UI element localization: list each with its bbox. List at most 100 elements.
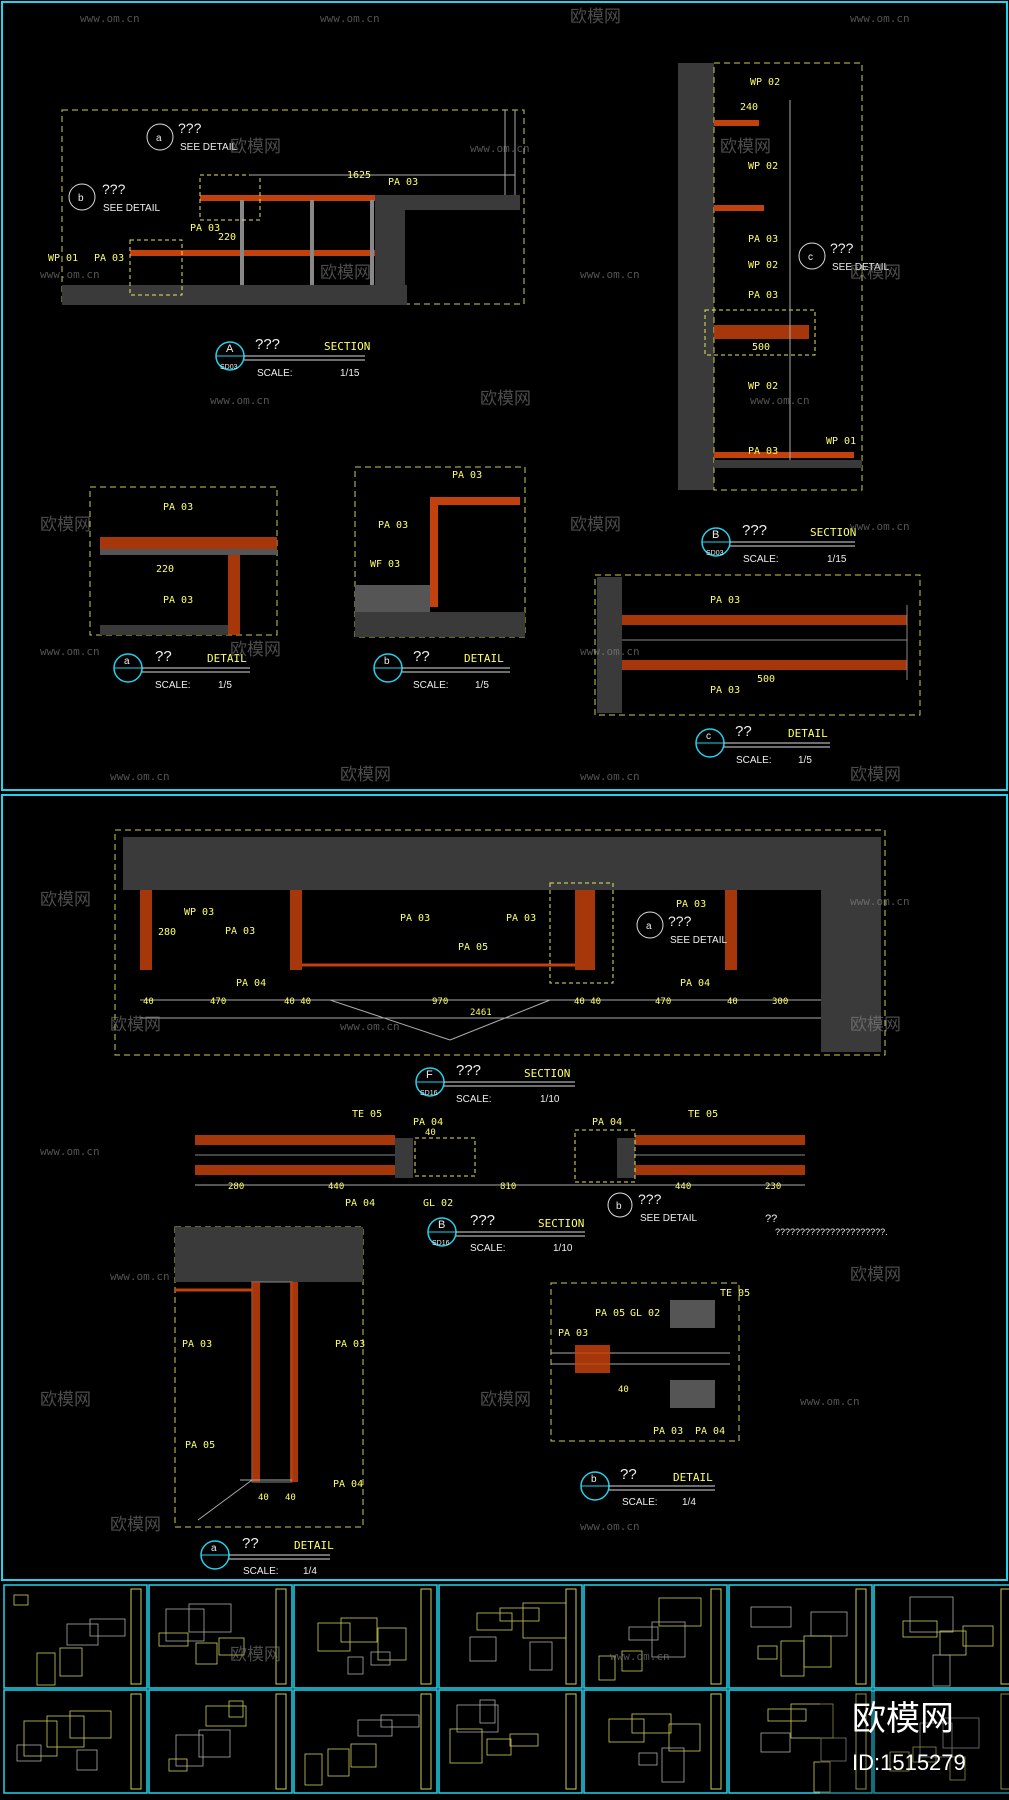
thumbnail-figure: [522, 1602, 567, 1639]
label-pa03: PA 03: [190, 223, 220, 234]
scale-value: 1/10: [553, 1243, 573, 1254]
thumbnail-figure: [165, 1608, 205, 1642]
dimension-470: 470: [210, 997, 226, 1007]
thumbnail-figure: [380, 1714, 420, 1728]
thumbnail-figure: [89, 1618, 126, 1637]
watermark-logo: 欧模网: [40, 515, 91, 535]
watermark-url: www.om.cn: [210, 394, 270, 407]
watermark-logo: 欧模网: [570, 7, 621, 27]
label-wp02: WP 02: [748, 260, 778, 271]
section-ref: SD16: [432, 1240, 450, 1247]
label-pa04: PA 04: [413, 1117, 443, 1128]
thumbnail-figure: [377, 1627, 407, 1661]
thumbnail-title-strip: [275, 1693, 287, 1790]
thumbnail-figure: [760, 1732, 791, 1753]
thumbnail-strip: [3, 1584, 1009, 1794]
callout-title: ???: [830, 240, 854, 256]
detail-a2-drawing: [174, 1226, 364, 1528]
thumbnail-figure: [750, 1606, 792, 1628]
thumbnail-figure: [198, 1729, 231, 1758]
watermark-logo: 欧模网: [320, 263, 371, 283]
dimension-40: 40: [143, 997, 154, 1007]
dimension-40: 40: [727, 997, 738, 1007]
section-title: ???: [255, 336, 280, 353]
dimension-240: 240: [740, 102, 758, 113]
scale-label: SCALE:: [155, 680, 191, 691]
watermark-logo: 欧模网: [480, 1390, 531, 1410]
thumbnail-sheet: [438, 1584, 583, 1689]
section-kind: SECTION: [324, 340, 370, 353]
scale-value: 1/5: [475, 680, 489, 691]
label-pa04: PA 04: [592, 1117, 622, 1128]
thumbnail-figure: [932, 1654, 951, 1687]
detail-a-drawing: [89, 486, 278, 636]
label-pa03: PA 03: [94, 253, 124, 264]
watermark-logo: 欧模网: [480, 389, 531, 409]
dimension-40-40: 40 40: [574, 997, 601, 1007]
thumbnail-figure: [218, 1637, 245, 1656]
scale-label: SCALE:: [257, 368, 293, 379]
callout-title: ???: [178, 120, 202, 136]
thumbnail-sheet: [293, 1689, 438, 1794]
watermark-logo: 欧模网: [110, 1015, 161, 1035]
thumbnail-sheet: [728, 1584, 873, 1689]
watermark-logo: 欧模网: [570, 515, 621, 535]
thumbnail-figure: [13, 1594, 29, 1606]
detail-b-drawing: [354, 466, 526, 638]
thumbnail-figure: [205, 1705, 247, 1727]
watermark-logo: 欧模网: [40, 890, 91, 910]
watermark-logo: 欧模网: [340, 765, 391, 785]
thumbnail-figure: [499, 1607, 540, 1622]
thumbnail-figure: [962, 1625, 994, 1647]
dimension-500: 500: [757, 674, 775, 685]
thumbnail-figure: [668, 1723, 701, 1752]
watermark-url: www.om.cn: [40, 268, 100, 281]
thumbnail-figure: [949, 1756, 966, 1781]
dimension-470: 470: [655, 997, 671, 1007]
watermark-url: www.om.cn: [80, 12, 140, 25]
label-pa03: PA 03: [653, 1426, 683, 1437]
thumbnail-figure: [813, 1761, 831, 1793]
thumbnail-title-strip: [1000, 1693, 1009, 1790]
thumbnail-figure: [757, 1645, 778, 1660]
dimension-40: 40: [285, 1493, 296, 1503]
section-b2-drawing: [195, 1129, 805, 1218]
watermark-logo: 欧模网: [110, 1515, 161, 1535]
watermark-logo: 欧模网: [40, 1390, 91, 1410]
dimension-40: 40: [425, 1128, 436, 1138]
detail-b-title-block: [373, 653, 510, 683]
callout-title: ???: [102, 181, 126, 197]
watermark-url: www.om.cn: [850, 12, 910, 25]
thumbnail-figure: [658, 1597, 702, 1627]
thumbnail-figure: [66, 1623, 99, 1646]
thumbnail-figure: [449, 1728, 483, 1764]
callout-letter: a: [646, 921, 652, 932]
thumbnail-sheet: [148, 1584, 293, 1689]
thumbnail-title-strip: [855, 1693, 867, 1790]
thumbnail-sheet: [583, 1584, 728, 1689]
thumbnail-figure: [357, 1719, 393, 1737]
dimension-40-40: 40 40: [284, 997, 311, 1007]
watermark-logo: 欧模网: [230, 137, 281, 157]
callout-title: ???: [668, 913, 692, 929]
thumbnail-sheet: [148, 1689, 293, 1794]
dimension-440: 440: [675, 1182, 691, 1192]
detail-letter: a: [124, 656, 130, 667]
label-pa04: PA 04: [236, 978, 266, 989]
label-pa03: PA 03: [388, 177, 418, 188]
thumbnail-title-strip: [1000, 1588, 1009, 1685]
detail-title: ??: [413, 648, 430, 665]
thumbnail-figure: [69, 1710, 112, 1739]
thumbnail-figure: [469, 1636, 497, 1662]
watermark-logo: 欧模网: [850, 1265, 901, 1285]
id-badge-background: [820, 1692, 1009, 1800]
detail-c-drawing: [594, 574, 921, 716]
detail-a2-title-block: [200, 1540, 330, 1570]
watermark-logo: 欧模网: [720, 137, 771, 157]
scale-value: 1/4: [682, 1497, 696, 1508]
thumbnail-sheet: [3, 1584, 148, 1689]
thumbnail-title-strip: [710, 1588, 722, 1685]
callout-title: ???: [638, 1191, 662, 1207]
thumbnail-figure: [370, 1651, 391, 1666]
thumbnail-figure: [350, 1743, 377, 1768]
